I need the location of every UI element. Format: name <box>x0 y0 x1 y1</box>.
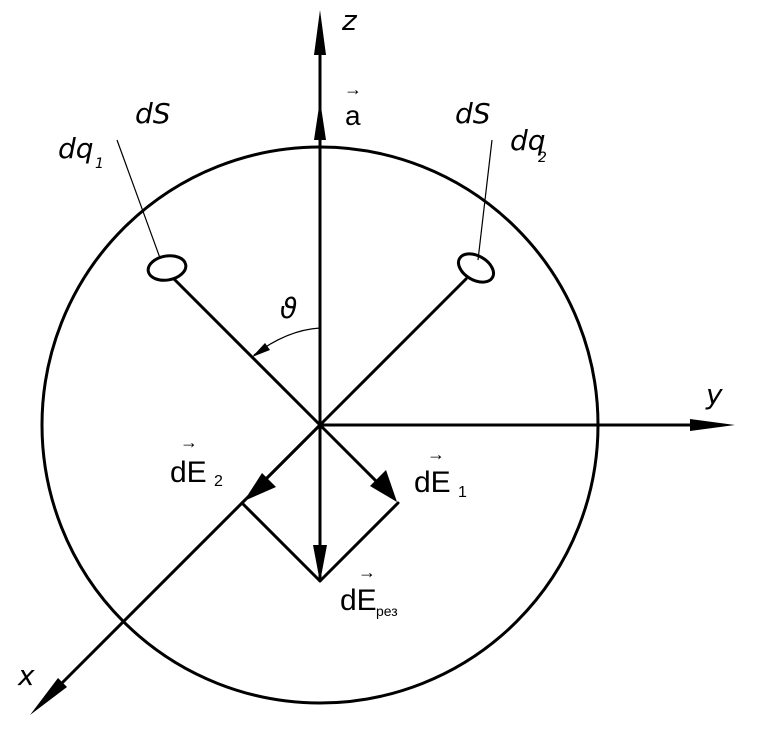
de1-arrow: → <box>427 444 445 464</box>
radius-line-right <box>318 277 468 427</box>
dq2-label: dq <box>510 124 546 157</box>
ds-right-label: dS <box>455 97 491 130</box>
z-axis-arrowhead <box>314 10 326 55</box>
de1-label: dE <box>414 466 451 499</box>
surface-element-right <box>456 252 496 284</box>
radius-line-left <box>172 277 322 427</box>
de2-arrow: → <box>180 432 198 452</box>
theta-label: ϑ <box>280 292 297 325</box>
x-axis-arrowhead <box>30 678 67 715</box>
de-res-index: рез <box>376 603 398 619</box>
y-axis-label: y <box>705 378 723 411</box>
dq1-index: 1 <box>95 156 104 172</box>
leader-line-left <box>116 139 161 259</box>
de-res-arrow: → <box>358 562 376 582</box>
de2-index: 2 <box>214 473 223 490</box>
leader-line-right <box>477 139 493 261</box>
dq2-index: 2 <box>538 150 547 166</box>
parallelogram-side-left <box>240 501 322 583</box>
vector-a-arrow: → <box>344 79 362 99</box>
theta-arc-arrowhead <box>252 343 270 357</box>
vector-de-res-arrowhead <box>313 545 327 582</box>
vector-de2-arrowhead <box>244 473 276 501</box>
y-axis-arrowhead <box>690 419 735 431</box>
vector-de1-arrowhead <box>370 470 397 502</box>
ds-left-label: dS <box>135 97 171 130</box>
x-axis-label: x <box>17 659 35 692</box>
vector-a-label: a <box>345 100 361 131</box>
surface-element-left <box>146 254 188 282</box>
de1-index: 1 <box>458 484 467 501</box>
vector-a-arrowhead <box>314 100 326 140</box>
de-res-label: dE <box>340 584 377 617</box>
dq1-label: dq <box>58 132 94 165</box>
de2-label: dE <box>170 456 207 489</box>
parallelogram-side-right <box>318 501 400 583</box>
z-axis-label: z <box>341 4 358 37</box>
